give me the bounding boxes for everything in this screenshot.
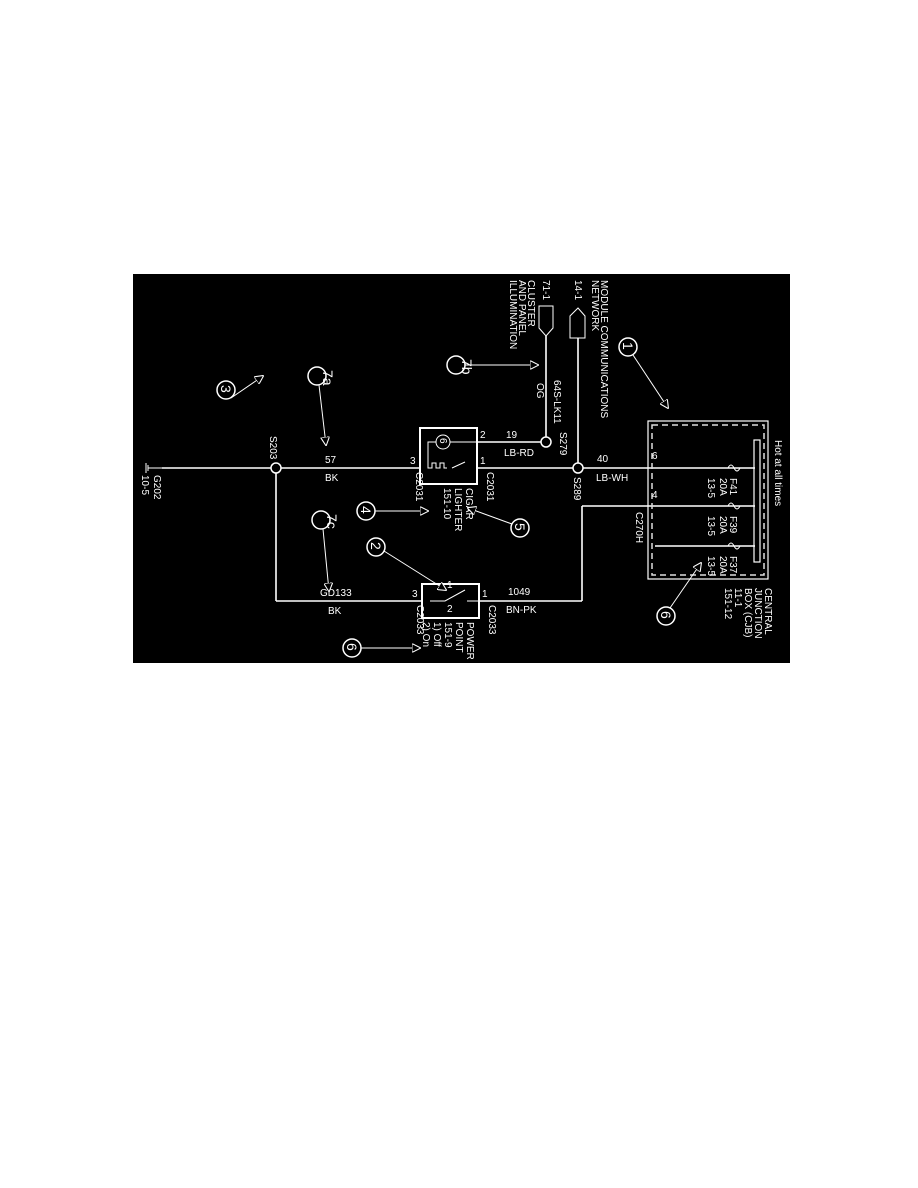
splice-s203	[270, 462, 282, 474]
ground-ref: 10-5	[139, 475, 150, 495]
wire-gd133-color: BK	[328, 606, 342, 617]
power-point-ref: 151-9	[442, 622, 453, 648]
lighter-connector-a: C2031	[484, 472, 495, 502]
power-point-pin1: 1	[482, 589, 488, 600]
diagram-label: 7b	[459, 359, 475, 375]
cjb-hot-label: Hot at all times	[772, 440, 783, 506]
lighter-name2: LIGHTER	[452, 488, 463, 531]
power-point-connector-a: C2033	[486, 605, 497, 635]
cjb-pin6: 6	[652, 451, 658, 462]
diagram-label: CENTRAL	[762, 588, 773, 635]
ground-g202: G202 10-5	[139, 463, 162, 500]
diagram-label: F39	[727, 516, 738, 534]
power-point-sw2: 2	[447, 604, 453, 615]
wire-40-color: LB-WH	[596, 473, 628, 484]
cluster-l3: ILLUMINATION	[507, 280, 518, 349]
network-l1: MODULE COMMUNICATIONS	[598, 280, 609, 418]
lighter-connector-b: C2031	[413, 472, 424, 502]
power-point-state1: 1) Off	[431, 622, 442, 647]
power-point-state2: 2) On	[420, 622, 431, 647]
central-junction-box: Hot at all times 6 4 C270H F41 20A 13-5 …	[633, 420, 783, 639]
power-point-pin3: 3	[412, 589, 418, 600]
power-point: 1 2 1 3 C2033 C2033 POWER POINT 151-9 1)…	[412, 580, 497, 660]
callouts: 1 2 3 4 5 6 6 7a 7b 7c	[216, 337, 701, 658]
diagram-label: JUNCTION	[752, 588, 763, 639]
cluster-connector: 71-1 CLUSTER AND PANEL ILLUMINATION	[507, 280, 554, 349]
diagram-label: 6	[344, 643, 360, 651]
power-point-name2: POINT	[453, 622, 464, 653]
network-ref: 14-1	[572, 280, 583, 300]
diagram-label: 151-12	[722, 588, 733, 620]
lighter-ref: 151-10	[441, 488, 452, 520]
splice-s289	[572, 462, 584, 474]
wire-40-label: 40	[597, 454, 609, 465]
lighter-pin3: 3	[410, 456, 416, 467]
wire-64s-color: OG	[534, 383, 545, 399]
diagram-label: 1	[620, 342, 636, 350]
fuse-f37: F37 20A 13-5	[705, 542, 741, 576]
power-point-sw1: 1	[447, 580, 453, 591]
diagram-label: 13-5	[705, 516, 716, 536]
network-connector: 14-1 MODULE COMMUNICATIONS NETWORK	[569, 280, 609, 418]
cluster-ref: 71-1	[540, 280, 551, 300]
diagram-label: 20A	[717, 516, 728, 534]
diagram-label: 3	[218, 385, 234, 393]
diagram-label: 20A	[717, 478, 728, 496]
wire-1049-label: 1049	[508, 587, 531, 598]
diagram-label: 5	[512, 523, 528, 531]
cluster-l2: AND PANEL	[516, 280, 527, 336]
power-point-name: POWER	[464, 622, 475, 660]
lighter-name: CIGAR	[463, 488, 474, 520]
diagram-label: 20A	[717, 556, 728, 574]
wire-19-color: LB-RD	[504, 448, 534, 459]
diagram-label: 2	[368, 542, 384, 550]
wire-gd133-label: GD133	[320, 588, 352, 599]
splice-s203-label: S203	[267, 436, 278, 460]
diagram-label: 6	[437, 438, 448, 444]
cjb-connector: C270H	[633, 512, 644, 543]
fuse-f41: F41 20A 13-5	[705, 464, 741, 498]
diagram-label: 13-5	[705, 478, 716, 498]
wire-1049-color: BN-PK	[506, 605, 537, 616]
lighter-pin2: 2	[480, 430, 486, 441]
diagram-label: 6	[658, 611, 674, 619]
cjb-pin4: 4	[652, 490, 658, 501]
cluster-l1: CLUSTER	[525, 280, 536, 327]
cigar-lighter: 6 2 1 3 C2031 C2031 CIGAR LIGHTER 151-10	[410, 427, 495, 531]
ground-label: G202	[151, 475, 162, 500]
splice-s279-label: S279	[557, 432, 568, 456]
lighter-pin1: 1	[480, 456, 486, 467]
diagram-label: BOX (CJB)	[742, 588, 753, 637]
power-point-connector-b: C2033	[414, 605, 425, 635]
network-l2: NETWORK	[589, 280, 600, 331]
diagram-label: 11-1	[732, 588, 743, 608]
splice-s279	[540, 436, 552, 448]
wire-19-label: 19	[506, 430, 518, 441]
wire-64s-label: 64S-LK11	[551, 380, 562, 424]
diagram-label: 13-5	[705, 556, 716, 576]
splice-s289-label: S289	[571, 477, 582, 501]
wire-57-label: 57	[325, 455, 337, 466]
diagram-label: F37	[727, 556, 738, 574]
wires	[162, 336, 755, 602]
wire-57-color: BK	[325, 473, 339, 484]
fuse-f39: F39 20A 13-5	[705, 502, 741, 536]
diagram-label: F41	[727, 478, 738, 496]
diagram-label: 7a	[320, 370, 336, 386]
diagram-label: 4	[358, 506, 374, 514]
diagram-label: 7c	[324, 514, 340, 529]
